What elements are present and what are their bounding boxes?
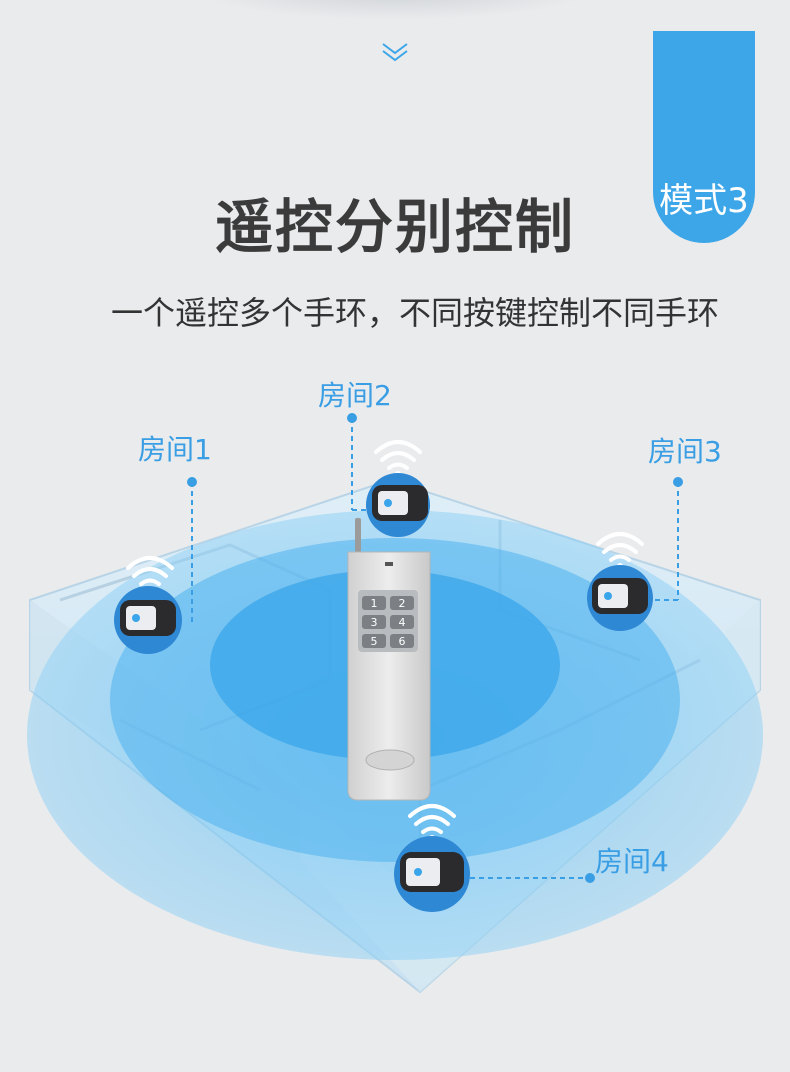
chevron-down-icon[interactable]: [380, 40, 410, 64]
remote-button-1: 1: [371, 597, 378, 610]
wristband-room-3: [587, 532, 653, 631]
leader-dots: [187, 413, 683, 883]
page-title: 遥控分别控制: [214, 193, 575, 261]
remote-button-5: 5: [371, 635, 378, 648]
room-label-1: 房间1: [138, 433, 212, 466]
remote-button-2: 2: [399, 597, 406, 610]
wristband-room-4: [394, 804, 470, 912]
page-subtitle: 一个遥控多个手环，不同按键控制不同手环: [110, 294, 719, 332]
top-decor: [195, 0, 595, 20]
room-label-3: 房间3: [648, 435, 722, 468]
remote-control-icon: 1 2 3 4 5 6: [347, 518, 431, 801]
wristband-room-1: [114, 556, 182, 654]
mode-badge-text: 模式3: [659, 180, 749, 221]
wristband-room-2: [366, 440, 430, 537]
remote-button-4: 4: [399, 616, 406, 629]
room-label-4: 房间4: [595, 845, 669, 878]
mode-badge: 模式3: [653, 31, 755, 243]
room-label-2: 房间2: [318, 379, 392, 412]
house-scene: 1 2 3 4 5 6: [27, 413, 763, 994]
remote-button-3: 3: [371, 616, 378, 629]
remote-button-6: 6: [399, 635, 406, 648]
wifi-signal-icon: [126, 556, 174, 586]
